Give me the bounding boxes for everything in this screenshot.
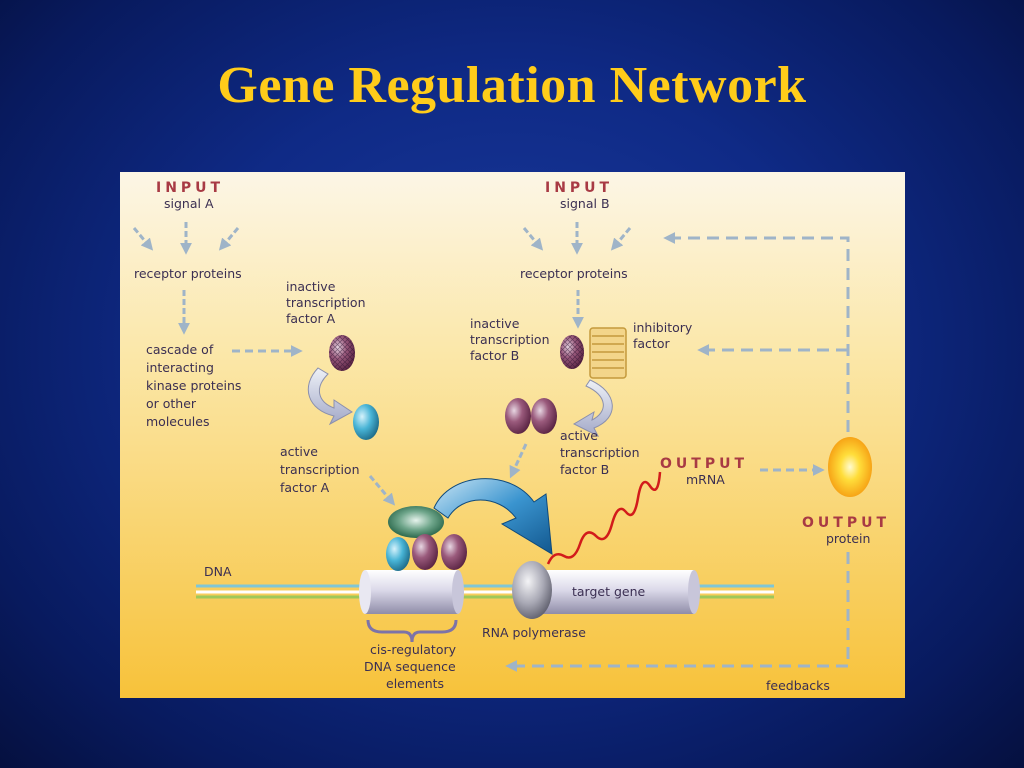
slide-title: Gene Regulation Network <box>217 57 807 114</box>
signal-b-arrows <box>522 222 632 255</box>
cascade-line-5: molecules <box>146 414 209 429</box>
activation-arrow <box>433 478 553 555</box>
inactive-tf-b-label: inactive transcription factor B <box>470 316 553 363</box>
active-tf-a-label: active transcription factor A <box>280 444 363 495</box>
tf-a-to-dna-arrow <box>368 475 396 506</box>
output-mrna-heading: OUTPUT <box>660 456 748 472</box>
cis-regulatory-line-3: elements <box>386 676 444 691</box>
diagram-background <box>120 172 905 698</box>
bound-factor-complex <box>386 506 467 571</box>
target-gene-region <box>538 570 700 614</box>
active-tf-b-line-3: factor B <box>560 462 609 477</box>
active-tf-a-line-1: active <box>280 444 318 459</box>
active-tf-b-molecule <box>505 398 557 434</box>
inactive-tf-a-line-3: factor A <box>286 311 336 326</box>
signal-a-arrows <box>132 222 240 255</box>
output-mrna-label: mRNA <box>686 472 725 487</box>
cascade-line-2: interacting <box>146 360 214 375</box>
inactive-tf-a-line-2: transcription <box>286 295 366 310</box>
active-tf-b-line-2: transcription <box>560 445 640 460</box>
inhibitory-factor-label: inhibitory factor <box>633 320 696 351</box>
input-b-label: signal B <box>560 196 610 211</box>
active-tf-a-molecule <box>353 404 379 440</box>
inhibitory-factor-line-2: factor <box>633 336 670 351</box>
active-tf-a-line-3: factor A <box>280 480 330 495</box>
inactive-tf-b-molecule <box>560 335 584 369</box>
receptor-b-label: receptor proteins <box>520 266 628 281</box>
cascade-line-4: or other <box>146 396 197 411</box>
active-tf-a-line-2: transcription <box>280 462 360 477</box>
inactive-tf-b-line-3: factor B <box>470 348 519 363</box>
receptor-a-label: receptor proteins <box>134 266 242 281</box>
inactive-tf-a-label: inactive transcription factor A <box>286 279 369 326</box>
inactive-tf-b-line-2: transcription <box>470 332 550 347</box>
target-gene-label: target gene <box>572 584 646 599</box>
gene-regulation-diagram: INPUT signal A receptor proteins cascade… <box>120 172 905 698</box>
cis-regulatory-bracket <box>366 619 458 643</box>
mrna-strand <box>546 471 662 565</box>
cascade-line-3: kinase proteins <box>146 378 241 393</box>
output-protein-heading: OUTPUT <box>802 515 890 531</box>
output-protein-label: protein <box>826 531 870 546</box>
inhibitory-factor-shape <box>589 327 627 379</box>
feedback-paths <box>505 232 850 672</box>
active-tf-b-label: active transcription factor B <box>560 428 643 477</box>
inactive-tf-b-line-1: inactive <box>470 316 520 331</box>
cis-regulatory-line-1: cis-regulatory <box>370 642 457 657</box>
tf-b-activation-curve <box>572 379 613 438</box>
cascade-label: cascade of interacting kinase proteins o… <box>146 342 245 429</box>
input-b-heading: INPUT <box>545 180 613 196</box>
cascade-line-1: cascade of <box>146 342 214 357</box>
rna-polymerase-label: RNA polymerase <box>482 625 586 640</box>
tf-a-activation-curve <box>307 367 353 426</box>
input-a-heading: INPUT <box>156 180 224 196</box>
dna-label: DNA <box>204 564 232 579</box>
inhibitory-factor-line-1: inhibitory <box>633 320 693 335</box>
cis-regulatory-region <box>359 570 464 614</box>
inactive-tf-a-line-1: inactive <box>286 279 336 294</box>
tf-b-to-dna-arrow <box>509 443 528 479</box>
input-a-label: signal A <box>164 196 214 211</box>
cis-regulatory-line-2: DNA sequence <box>364 659 456 674</box>
cis-regulatory-label: cis-regulatory DNA sequence elements <box>364 642 460 691</box>
feedbacks-label: feedbacks <box>766 678 830 693</box>
active-tf-b-line-1: active <box>560 428 598 443</box>
output-protein-molecule <box>828 437 872 497</box>
rna-polymerase-molecule <box>512 561 552 619</box>
inactive-tf-a-molecule <box>329 335 355 371</box>
